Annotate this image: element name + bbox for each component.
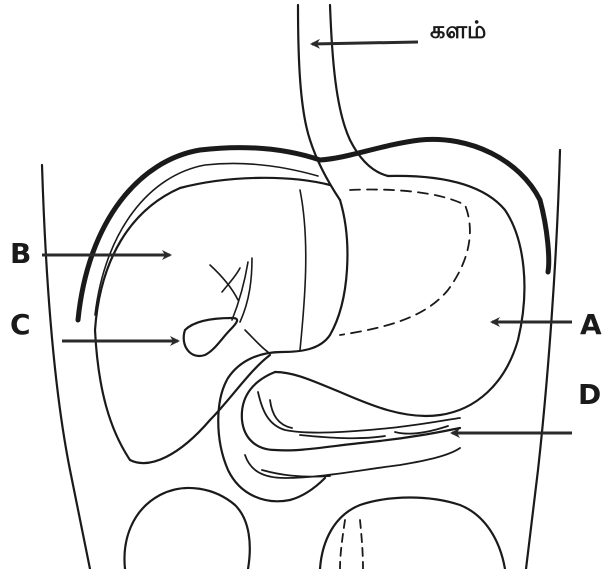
label-a: A xyxy=(580,311,602,339)
intestine-dashed xyxy=(340,520,363,569)
diaphragm xyxy=(78,139,549,320)
gall-bladder xyxy=(184,318,237,356)
esophagus-left xyxy=(298,5,340,200)
liver-outline xyxy=(95,178,330,463)
stomach-outline xyxy=(218,176,524,501)
liver-lobe-line xyxy=(300,190,306,350)
intestine-left xyxy=(124,488,249,569)
diaphragm-inner xyxy=(95,163,318,315)
pancreas-lower xyxy=(245,448,460,478)
arrow-esophagus xyxy=(312,42,418,44)
label-d: D xyxy=(578,381,601,409)
stomach-inner-dashed xyxy=(340,190,470,335)
esophagus-label: களம் xyxy=(430,18,486,42)
bile-ducts xyxy=(210,258,268,352)
label-b: B xyxy=(10,240,31,268)
intestine-right xyxy=(320,498,505,569)
label-c: C xyxy=(10,311,31,339)
body-outline-left xyxy=(42,165,90,569)
